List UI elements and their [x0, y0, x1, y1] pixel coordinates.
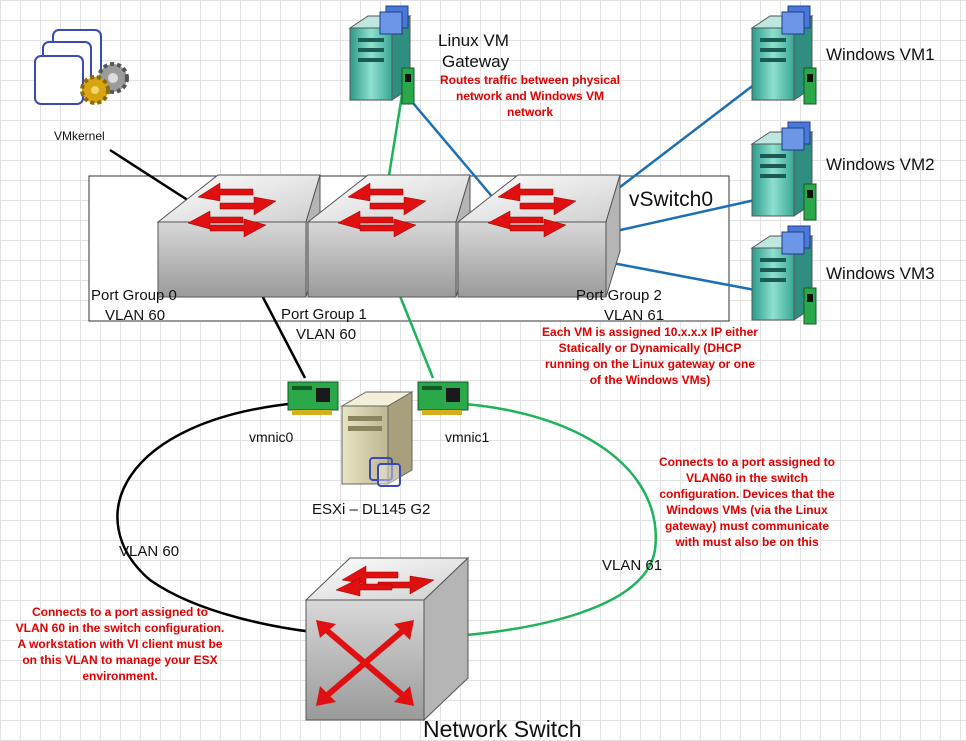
esxi-host-icon: [340, 391, 414, 487]
note-vlan60-left-line: environment.: [82, 669, 157, 683]
note-vlan60-right: Connects to a port assigned to VLAN60 in…: [659, 455, 835, 549]
windows-vm3-label: Windows VM3: [826, 264, 935, 283]
note-vlan60-right-line: Connects to a port assigned to: [659, 455, 835, 469]
vlan60-link-label: VLAN 60: [119, 543, 179, 560]
note-vlan60-left-line: on this VLAN to manage your ESX: [22, 653, 217, 667]
link-vmkernel-pg0: [109, 148, 201, 210]
link-pg2-winvm2: [606, 198, 756, 235]
switch-icon: [306, 174, 471, 298]
note-gateway-line: network and Windows VM: [456, 89, 604, 103]
port-group-0-vlan: VLAN 60: [105, 307, 165, 324]
note-vlan60-left-line: Connects to a port assigned to: [32, 605, 208, 619]
server-icon: [348, 5, 415, 105]
vswitch-label: vSwitch0: [629, 188, 713, 211]
note-vlan60-left: Connects to a port assigned to VLAN 60 i…: [16, 605, 225, 683]
network-switch-label: Network Switch: [423, 716, 581, 741]
vmnic0-label: vmnic0: [249, 429, 294, 445]
note-vlan60-right-line: VLAN60 in the switch: [686, 471, 808, 485]
switch-icon: [456, 174, 621, 298]
port-group-1-label: Port Group 1: [281, 306, 367, 323]
esxi-host-label: ESXi – DL145 G2: [312, 501, 430, 518]
port-group-1-vlan: VLAN 60: [296, 326, 356, 343]
link-pg1-vmnic1: [398, 295, 435, 379]
linux-vm-label-line2: Gateway: [442, 52, 510, 71]
note-vlan60-left-line: A workstation with VI client must be: [18, 637, 223, 651]
server-icon: [750, 5, 817, 105]
note-ip-line: Statically or Dynamically (DHCP: [559, 341, 742, 355]
windows-vm1-label: Windows VM1: [826, 45, 935, 64]
note-vlan60-left-line: VLAN 60 in the switch configuration.: [16, 621, 225, 635]
nic-icon: [287, 381, 339, 415]
note-ip: Each VM is assigned 10.x.x.x IP either S…: [542, 325, 758, 387]
server-icon: [750, 121, 817, 221]
vmkernel-label: VMkernel: [54, 129, 105, 143]
vmnic1-label: vmnic1: [445, 429, 490, 445]
port-group-0-label: Port Group 0: [91, 287, 177, 304]
note-gateway: Routes traffic between physical network …: [440, 73, 620, 119]
port-group-2-label: Port Group 2: [576, 287, 662, 304]
link-vmnic0-network-switch: [116, 401, 314, 634]
nic-icon: [417, 381, 469, 415]
note-gateway-line: network: [507, 105, 553, 119]
link-pg0-vmnic0: [253, 281, 307, 379]
note-ip-line: Each VM is assigned 10.x.x.x IP either: [542, 325, 758, 339]
vmkernel-icon: [34, 29, 129, 105]
connections: [109, 83, 756, 638]
note-gateway-line: Routes traffic between physical: [440, 73, 620, 87]
note-ip-line: of the Windows VMs): [590, 373, 711, 387]
server-icon: [750, 225, 817, 325]
note-vlan60-right-line: configuration. Devices that the: [659, 487, 835, 501]
network-switch-icon: [304, 556, 470, 722]
link-pg2-winvm3: [606, 260, 756, 292]
note-ip-line: running on the Linux gateway or one: [545, 357, 755, 371]
vlan61-link-label: VLAN 61: [602, 557, 662, 574]
note-vlan60-right-line: gateway) must communicate: [665, 519, 829, 533]
link-vmnic1-network-switch: [449, 401, 658, 638]
port-group-2-vlan: VLAN 61: [604, 307, 664, 324]
link-linux-pg2: [401, 89, 496, 201]
linux-vm-label: Linux VM: [438, 31, 509, 50]
note-vlan60-right-line: with must also be on this: [674, 535, 819, 549]
windows-vm2-label: Windows VM2: [826, 155, 935, 174]
note-vlan60-right-line: Windows VMs (via the Linux: [666, 503, 828, 517]
